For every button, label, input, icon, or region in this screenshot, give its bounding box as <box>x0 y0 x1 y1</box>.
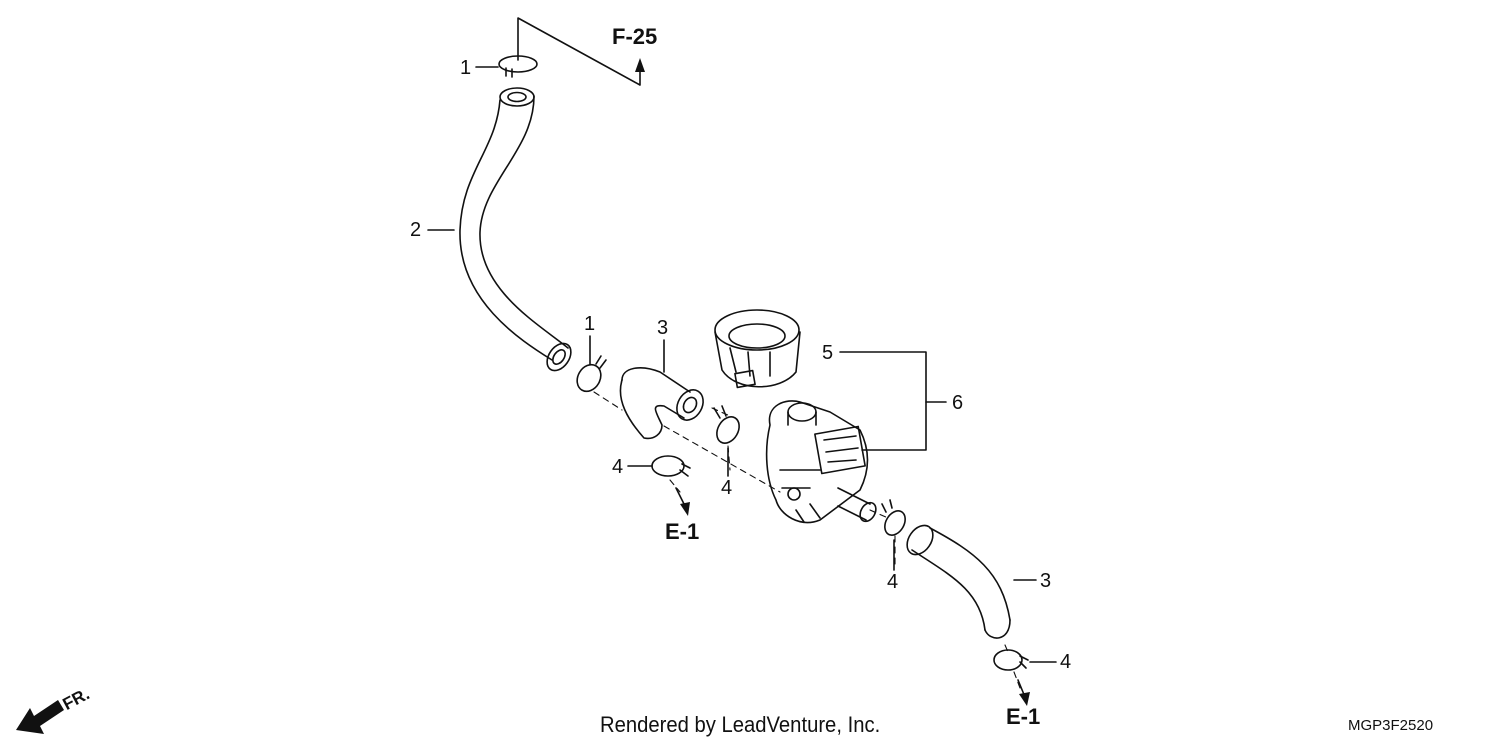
diagram-code: MGP3F2520 <box>1348 717 1434 734</box>
callout-4-center: 4 <box>721 477 733 499</box>
elbow-hose-upper <box>619 367 704 440</box>
callout-2: 2 <box>410 219 422 241</box>
reference-label-e1-bottom: E-1 <box>1006 704 1041 729</box>
hose-clamp-middle <box>576 355 607 393</box>
air-injection-control-valve <box>765 400 877 524</box>
hose-clip-left <box>651 455 691 477</box>
hose-clip-right <box>881 499 906 536</box>
elbow-hose-lower <box>906 524 1011 639</box>
reference-arrow-e1-left <box>675 487 690 516</box>
callout-leaders <box>427 66 1057 663</box>
reference-leader-f25 <box>517 17 645 86</box>
hose-clip-bottom <box>993 649 1029 671</box>
callout-3-upper: 3 <box>657 317 669 339</box>
render-credit: Rendered by LeadVenture, Inc. <box>600 712 881 737</box>
front-direction-arrow-icon <box>16 700 64 734</box>
callout-5: 5 <box>822 342 834 364</box>
hose-clamp-top <box>498 55 538 78</box>
assembly-centerlines <box>593 391 1021 689</box>
callout-1-middle: 1 <box>584 313 596 335</box>
callout-4-left: 4 <box>612 456 624 478</box>
reference-arrow-e1-bottom <box>1017 679 1030 706</box>
valve-cover <box>714 309 801 389</box>
reference-label-e1-left: E-1 <box>665 519 700 544</box>
callout-4-bottom: 4 <box>1060 651 1072 673</box>
reference-label-f25: F-25 <box>612 24 658 49</box>
callout-1-top: 1 <box>460 57 472 79</box>
callout-6: 6 <box>952 392 964 414</box>
hose-clip-center <box>713 405 740 444</box>
air-supply-hose <box>459 87 572 372</box>
callout-4-right: 4 <box>887 571 899 593</box>
callout-3-lower: 3 <box>1040 570 1052 592</box>
